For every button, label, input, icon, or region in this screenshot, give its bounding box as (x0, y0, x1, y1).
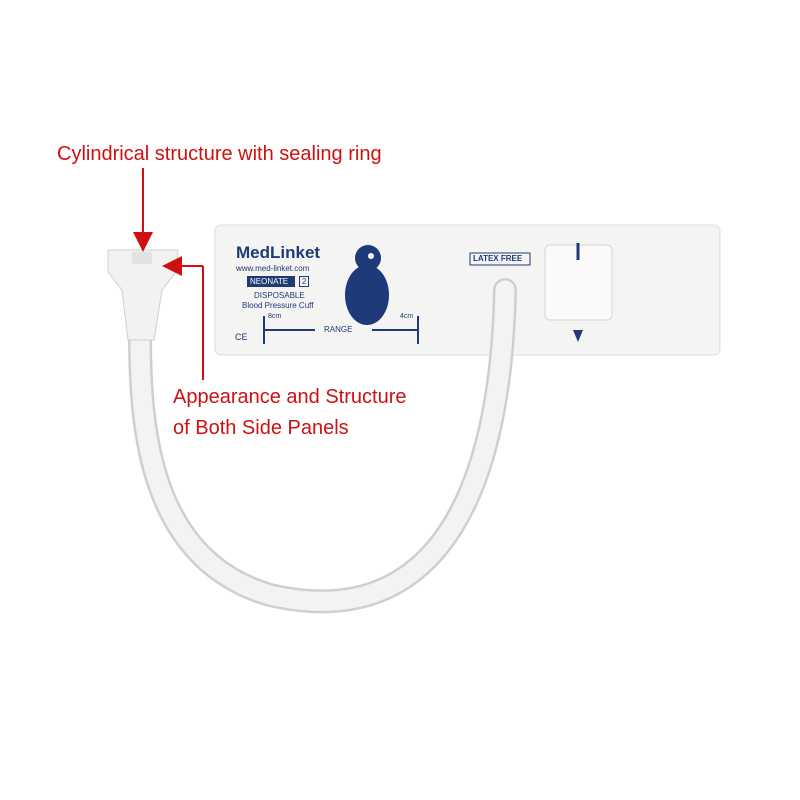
range-scale (263, 316, 419, 344)
latex-box (469, 252, 531, 266)
annotation-side-panels-2: of Both Side Panels (173, 417, 349, 439)
brand-logo: MedLinket (236, 243, 321, 262)
annotation-arrows (133, 168, 204, 380)
size-label: NEONATE (250, 277, 289, 286)
range-min: 8cm (268, 313, 282, 320)
annotation-side-panels-1: Appearance and Structure (173, 386, 407, 408)
ce-mark: CE (235, 332, 248, 342)
size-number: 2 (299, 276, 310, 287)
sealing-slot (132, 252, 152, 264)
range-label: RANGE (324, 325, 353, 334)
website: www.med-linket.com (236, 264, 310, 273)
neonate-box (247, 276, 295, 287)
annotation-sealing-ring: Cylindrical structure with sealing ring (57, 143, 382, 165)
range-max: 4cm (400, 313, 414, 320)
index-arrow (573, 330, 583, 342)
type-line2: Blood Pressure Cuff (242, 301, 314, 310)
penguin-logo (345, 245, 389, 325)
air-tube (130, 280, 515, 611)
type-line1: DISPOSABLE (254, 291, 305, 300)
latex-free-label: LATEX FREE (473, 254, 523, 263)
